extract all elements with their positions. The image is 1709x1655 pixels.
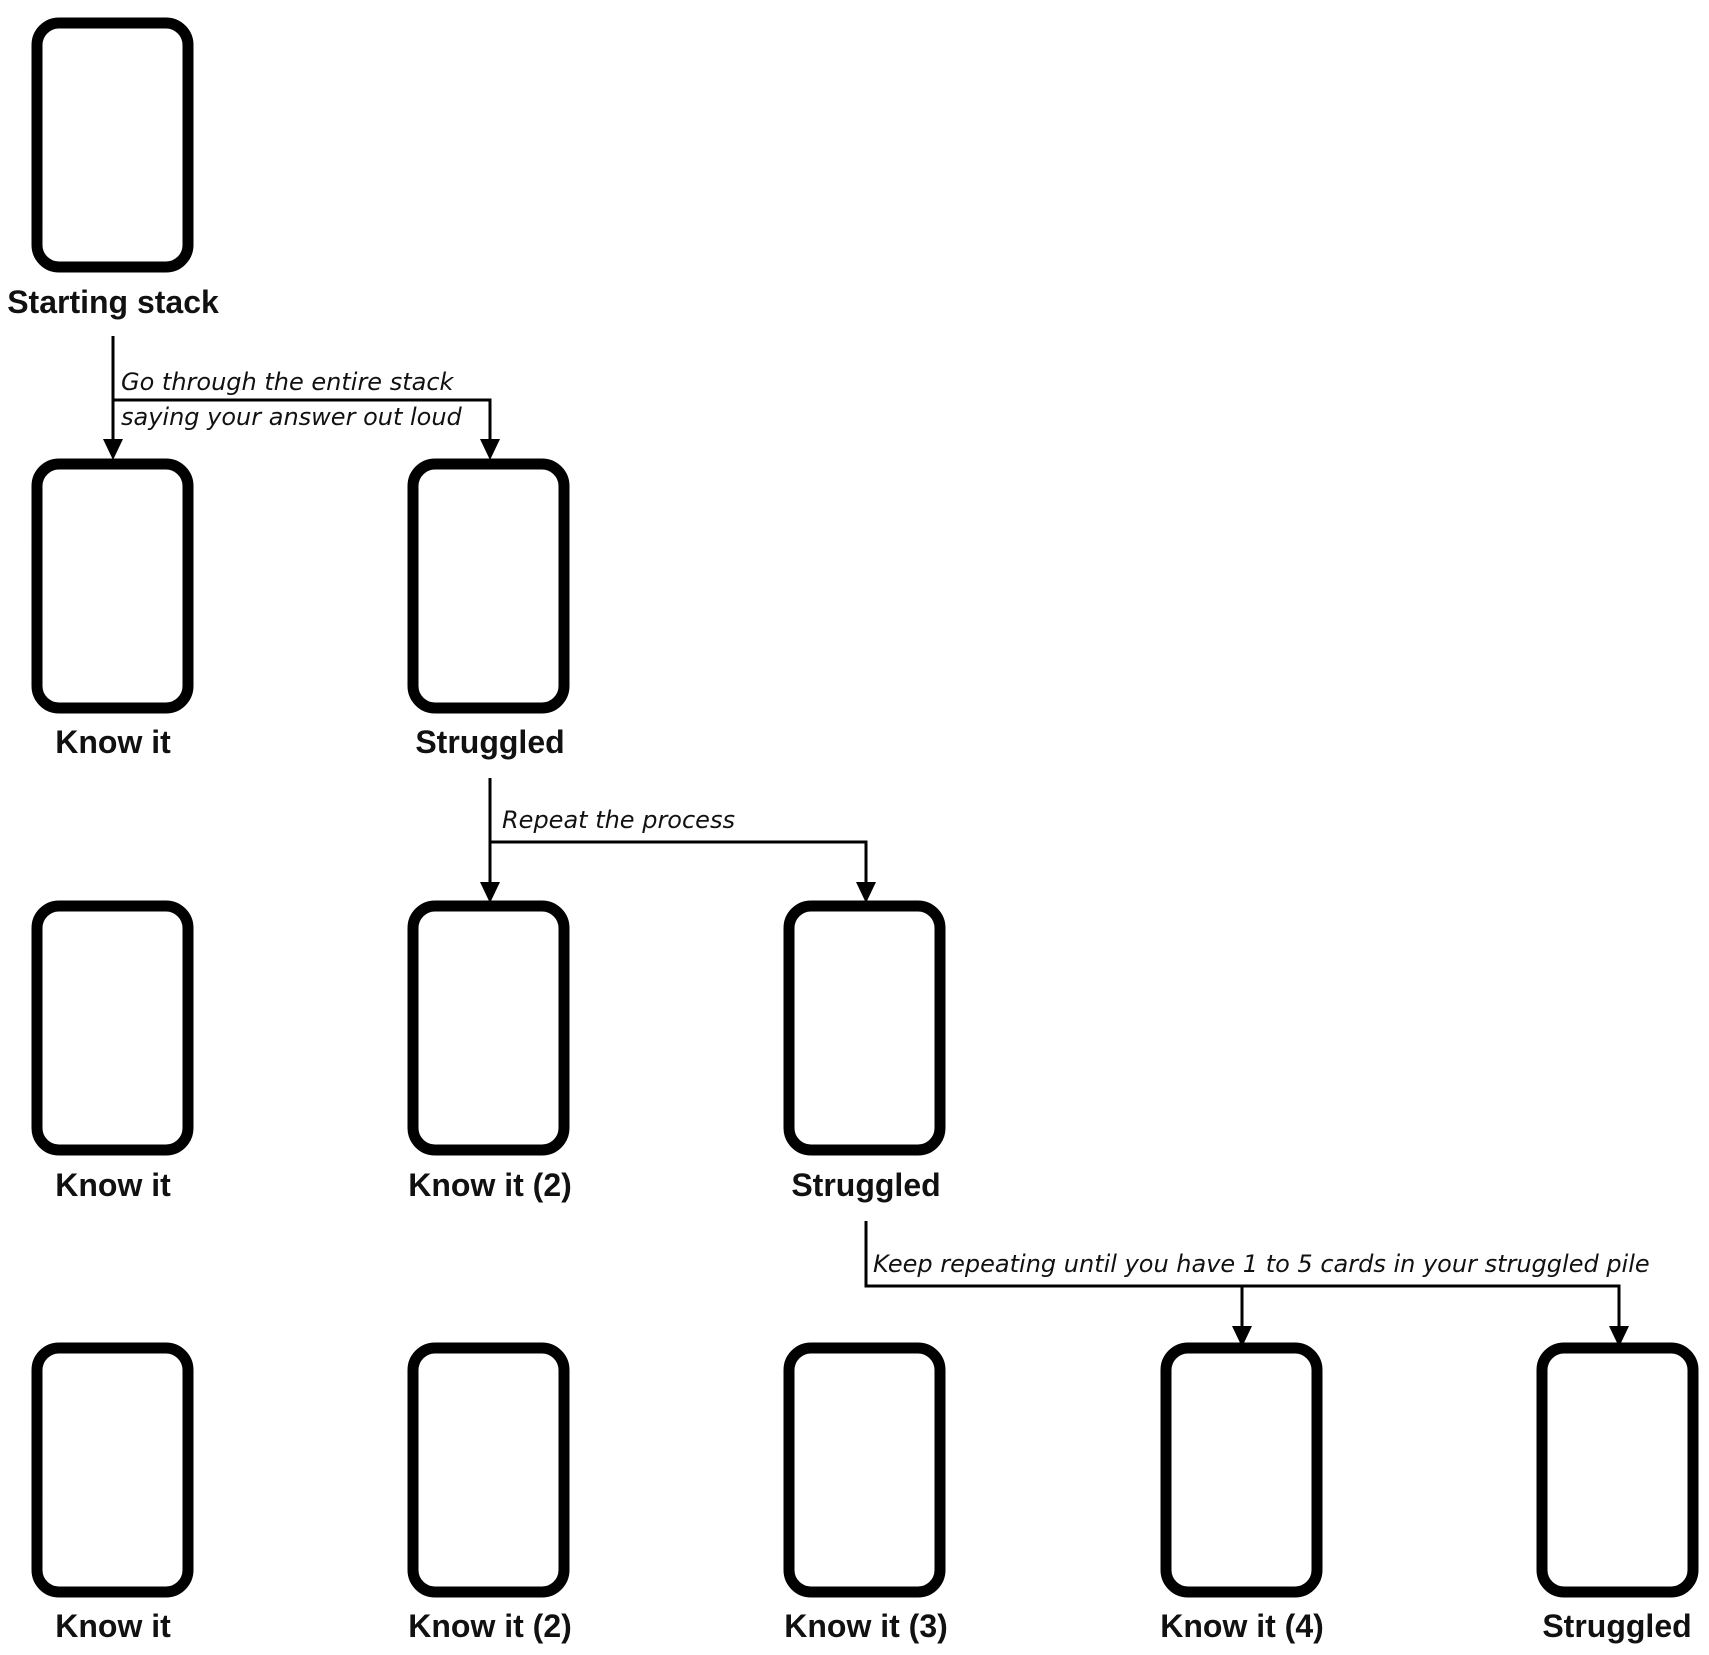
- arrow-head-icon: [1232, 1326, 1252, 1347]
- arrow-head-icon: [103, 439, 123, 460]
- step-3-annotation: Keep repeating until you have 1 to 5 car…: [873, 1250, 1650, 1278]
- card-struggled: Struggled: [1536, 1342, 1699, 1644]
- step-1-connector: Go through the entire stack saying your …: [103, 336, 500, 460]
- card-label: Know it: [55, 1167, 171, 1203]
- card-know-it: Know it: [31, 900, 194, 1203]
- step-2-annotation: Repeat the process: [502, 806, 735, 834]
- card-shape: [31, 900, 194, 1156]
- card-shape: [783, 900, 946, 1156]
- card-label: Struggled: [415, 724, 564, 760]
- step-1-annotation: Go through the entire stack saying your …: [121, 368, 463, 431]
- card-know-it-2: Know it (2): [407, 900, 572, 1203]
- card-shape: [407, 458, 570, 714]
- card-label: Know it: [55, 1608, 171, 1644]
- card-shape: [407, 900, 570, 1156]
- card-label: Know it (2): [408, 1167, 572, 1203]
- arrow-head-icon: [480, 439, 500, 460]
- card-shape: [783, 1342, 946, 1598]
- card-label: Struggled: [1542, 1608, 1691, 1644]
- arrow-head-icon: [856, 882, 876, 903]
- card-shape: [31, 458, 194, 714]
- card-know-it-3: Know it (3): [783, 1342, 948, 1644]
- step-3-connector: Keep repeating until you have 1 to 5 car…: [864, 1221, 1650, 1347]
- arrow-head-icon: [1609, 1326, 1629, 1347]
- card-label: Struggled: [791, 1167, 940, 1203]
- connector-line: [490, 840, 868, 882]
- card-struggled: Struggled: [783, 900, 946, 1203]
- annotation-line: Go through the entire stack: [121, 368, 455, 396]
- card-know-it-2: Know it (2): [407, 1342, 572, 1644]
- annotation-line: Keep repeating until you have 1 to 5 car…: [873, 1250, 1650, 1278]
- annotation-line: Repeat the process: [502, 806, 735, 834]
- card-struggled: Struggled: [407, 458, 570, 760]
- card-shape: [1160, 1342, 1323, 1598]
- card-shape: [1536, 1342, 1699, 1598]
- step-2-connector: Repeat the process: [480, 778, 876, 903]
- card-label: Starting stack: [7, 284, 219, 320]
- card-shape: [31, 17, 194, 273]
- card-shape: [407, 1342, 570, 1598]
- card-know-it-4: Know it (4): [1160, 1342, 1324, 1644]
- card-label: Know it (3): [784, 1608, 948, 1644]
- card-label: Know it (4): [1160, 1608, 1324, 1644]
- card-shape: [31, 1342, 194, 1598]
- connector-line: [113, 398, 492, 439]
- annotation-line: saying your answer out loud: [121, 403, 463, 431]
- card-know-it: Know it: [31, 1342, 194, 1644]
- card-label: Know it (2): [408, 1608, 572, 1644]
- card-starting-stack: Starting stack: [7, 17, 219, 320]
- card-label: Know it: [55, 724, 171, 760]
- card-know-it: Know it: [31, 458, 194, 760]
- arrow-head-icon: [480, 882, 500, 903]
